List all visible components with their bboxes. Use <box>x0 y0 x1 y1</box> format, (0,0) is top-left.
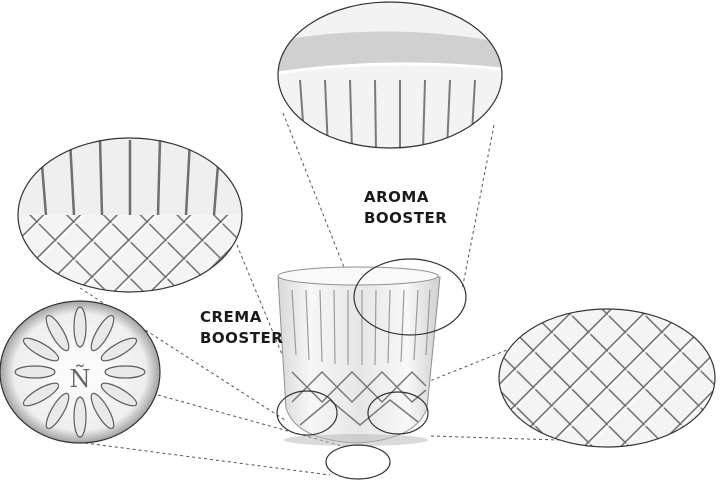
petal <box>90 314 115 352</box>
crema-label-line-2: BOOSTER <box>200 329 284 347</box>
petal <box>90 392 115 430</box>
petal <box>22 337 60 362</box>
leader-lines <box>79 112 561 476</box>
brand-logo: Ñ <box>70 363 91 393</box>
petal <box>45 314 70 352</box>
zoom-diamond-cut-right <box>498 308 716 448</box>
petal <box>73 306 87 348</box>
aroma-booster-label: AROMA BOOSTER <box>364 187 447 229</box>
petal <box>14 365 56 379</box>
zoom-rim <box>277 1 503 149</box>
aroma-label-line-2: BOOSTER <box>364 209 448 227</box>
zoom-cup-bottom: Ñ <box>0 300 161 444</box>
petal <box>104 365 146 379</box>
zoom-diamond-cut-left <box>17 137 243 293</box>
crema-label-line-1: CREMA <box>200 308 262 326</box>
petal <box>73 396 87 438</box>
petal <box>100 382 138 407</box>
espresso-cup <box>277 266 441 446</box>
aroma-label-line-1: AROMA <box>364 188 429 206</box>
callout-circles-on-cup <box>276 258 467 480</box>
crema-booster-label: CREMA BOOSTER <box>200 307 283 349</box>
petal <box>100 337 138 362</box>
petal-pattern <box>14 306 146 438</box>
petal <box>45 392 70 430</box>
petal <box>22 382 60 407</box>
